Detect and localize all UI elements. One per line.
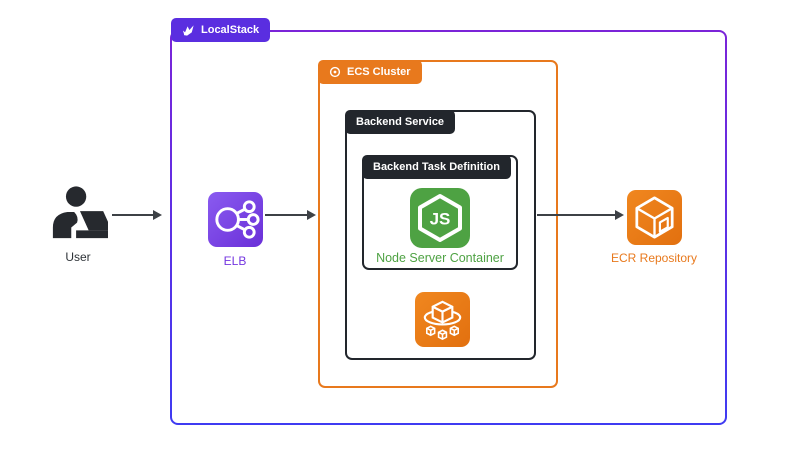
ecr-repository-label: ECR Repository [610, 251, 698, 265]
arrow-head [615, 210, 624, 220]
ecs-service-icon [415, 292, 470, 347]
ecs-cluster-icon [329, 66, 341, 78]
backend-service-tab: Backend Service [345, 110, 456, 134]
nodejs-icon-text: JS [430, 210, 451, 229]
elb-icon [208, 192, 263, 247]
localstack-logo-icon [182, 24, 194, 36]
user-label: User [65, 250, 91, 264]
arrow-head [307, 210, 316, 220]
backend-service-box: Backend Service [345, 110, 536, 360]
arrow-head [153, 210, 162, 220]
localstack-tab: LocalStack [171, 18, 271, 42]
task-definition-tab: Backend Task Definition [362, 155, 511, 179]
arrow-line [265, 214, 307, 216]
user-icon [50, 184, 108, 242]
nodejs-icon: JS [410, 188, 470, 248]
ecs-cluster-box: ECS Cluster [318, 60, 558, 388]
ecs-cluster-tab: ECS Cluster [318, 60, 422, 84]
arrow-line [112, 214, 153, 216]
elb-label: ELB [223, 254, 247, 268]
task-definition-box: Backend Task Definition [362, 155, 518, 270]
ecs-cluster-tab-label: ECS Cluster [347, 66, 411, 78]
node-server-container-label: Node Server Container [376, 251, 504, 265]
backend-service-tab-label: Backend Service [356, 116, 445, 128]
localstack-tab-label: LocalStack [201, 24, 260, 36]
ecr-repository-icon [627, 190, 682, 245]
arrow-line [537, 214, 615, 216]
task-definition-tab-label: Backend Task Definition [373, 161, 500, 173]
